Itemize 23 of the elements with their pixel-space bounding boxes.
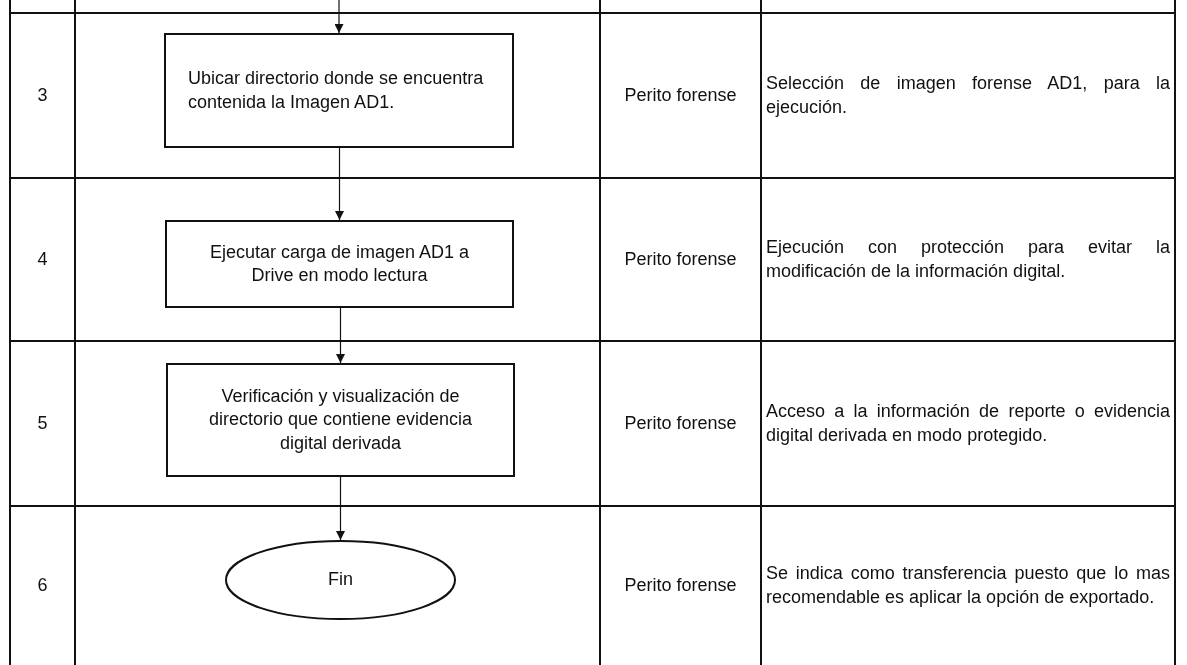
- description-text: Selección de imagen forense AD1, para la ejecución.: [766, 72, 1170, 119]
- step-label: Fin: [328, 568, 353, 592]
- process-box: [166, 363, 515, 477]
- description-text: Ejecución con protección para evitar la modificación de la información digital.: [766, 236, 1170, 283]
- role-text: Perito forense: [624, 411, 737, 435]
- step-label: Verificación y visualización de directorio que contiene evidencia digital derivada: [207, 384, 474, 455]
- step-number: 5: [37, 411, 48, 435]
- description-text: Acceso a la información de reporte o evidencia digital derivada en modo protegido.: [766, 400, 1170, 447]
- arrow: [336, 476, 345, 541]
- step-number: 4: [37, 247, 48, 271]
- role-text: Perito forense: [624, 573, 737, 597]
- role-text: Perito forense: [624, 247, 737, 271]
- arrow: [335, 147, 344, 221]
- step-number: 6: [37, 573, 48, 597]
- process-box: [165, 220, 514, 308]
- step-label: Ejecutar carga de imagen AD1 a Drive en modo lectura: [208, 240, 471, 287]
- description-text: Se indica como transferencia puesto que lo mas recomendable es aplicar la opción de exportado.: [766, 562, 1170, 609]
- step-number: 3: [37, 83, 48, 107]
- process-box: [164, 33, 514, 148]
- role-text: Perito forense: [624, 83, 737, 107]
- arrow: [336, 307, 345, 364]
- step-label: Ubicar directorio donde se encuentra contenida la Imagen AD1.: [188, 67, 485, 114]
- arrow: [334, 0, 344, 34]
